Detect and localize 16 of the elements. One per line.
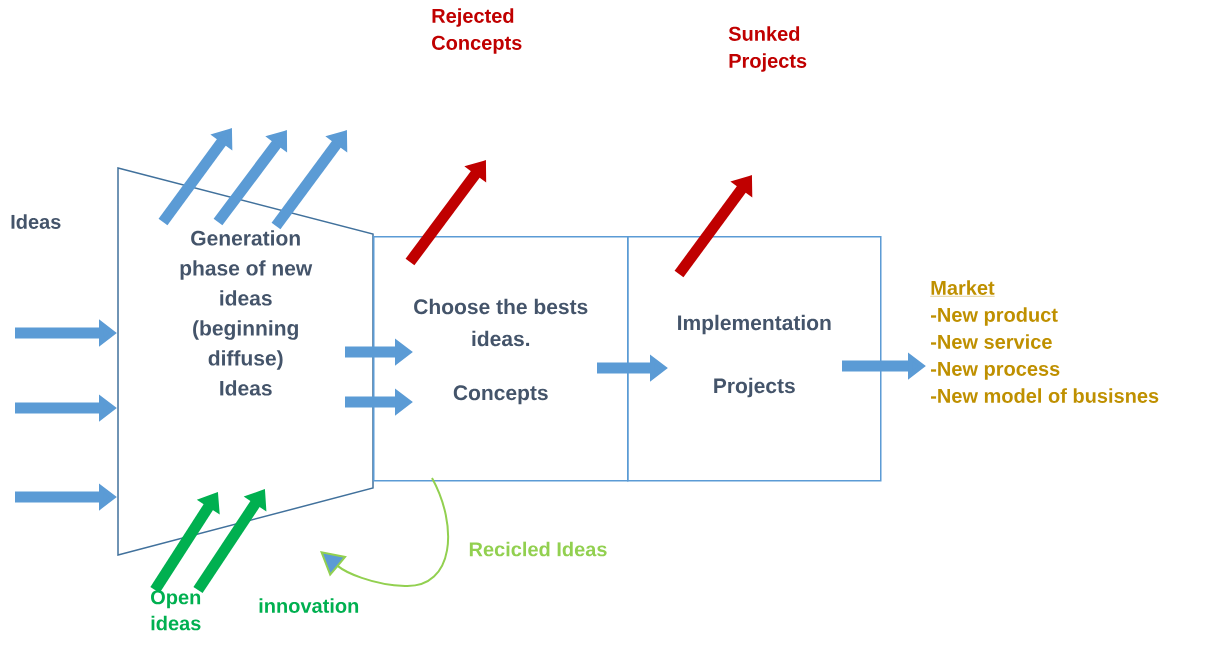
text-label: Rejected Concepts [432, 8, 522, 54]
text-label: innovation [259, 598, 359, 613]
edge-label: Recicled Ideas [467, 540, 609, 558]
text-label: Open ideas [151, 590, 201, 631]
process-box: Implementation Projects [627, 236, 882, 482]
process-box: Choose the bests ideas. Concepts [373, 236, 629, 482]
arrow [674, 175, 753, 278]
market-list: Market -New product -New service -New process -New model of busisnes [930, 280, 1159, 403]
arrow [213, 130, 288, 226]
arrow [320, 477, 450, 587]
arrow [193, 489, 267, 594]
arrow [158, 128, 233, 226]
text-label: Sunked Projects [728, 26, 807, 72]
text-label: Ideas [11, 214, 61, 229]
arrow [405, 160, 487, 266]
arrow [271, 130, 348, 230]
